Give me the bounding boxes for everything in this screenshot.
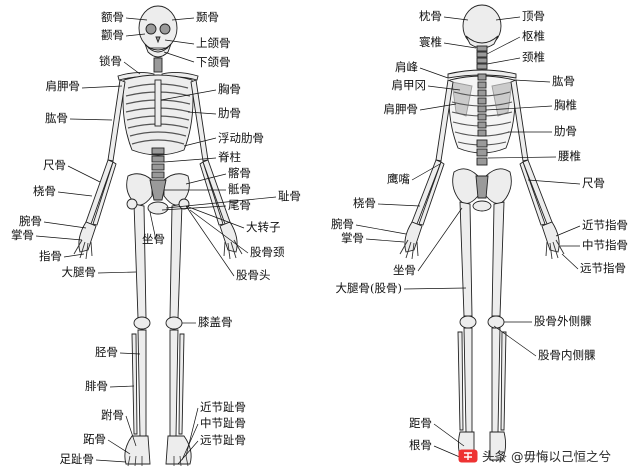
label-temporal-bone: 颞骨 xyxy=(196,10,219,24)
watermark-logo-icon xyxy=(458,449,478,463)
label-distal-phalanges-foot: 远节趾骨 xyxy=(200,433,246,447)
label-sternum: 胸骨 xyxy=(218,82,241,96)
label-clavicle: 锁骨 xyxy=(99,54,122,68)
label-spine: 脊柱 xyxy=(218,150,241,164)
label-proximal-phalanges-foot: 近节趾骨 xyxy=(200,400,246,414)
label-zygomatic-bone: 颧骨 xyxy=(101,28,124,42)
label-occipital-bone: 枕骨 xyxy=(419,9,442,23)
label-ulna-back: 尺骨 xyxy=(582,176,605,190)
label-lateral-condyle: 股骨外侧髁 xyxy=(534,314,592,328)
label-metacarpals-back: 掌骨 xyxy=(341,231,364,245)
label-talus: 距骨 xyxy=(409,416,432,430)
label-middle-phalanges-hand: 中节指骨 xyxy=(582,238,628,252)
label-phalanges-hand: 指骨 xyxy=(39,249,62,263)
label-greater-trochanter: 大转子 xyxy=(246,220,281,234)
label-medial-condyle: 股骨内侧髁 xyxy=(538,348,596,362)
label-humerus-front: 肱骨 xyxy=(45,111,68,125)
label-acromion: 肩峰 xyxy=(395,60,418,74)
label-toe-bones: 足趾骨 xyxy=(59,452,95,466)
label-frontal-bone: 额骨 xyxy=(101,10,124,24)
label-thoracic-vertebrae: 胸椎 xyxy=(554,98,577,112)
label-atlas: 寰椎 xyxy=(419,35,442,49)
label-middle-phalanges-foot: 中节趾骨 xyxy=(200,416,246,430)
label-coccyx: 尾骨 xyxy=(228,198,251,212)
label-axis: 枢椎 xyxy=(522,29,545,43)
label-ischium-front: 坐骨 xyxy=(142,232,165,246)
label-ribs-front: 肋骨 xyxy=(218,106,241,120)
label-distal-phalanges-hand: 远节指骨 xyxy=(580,261,626,275)
front-leader-lines xyxy=(35,17,277,465)
label-femur-back: 大腿骨(股骨) xyxy=(335,281,402,295)
label-ilium: 髂骨 xyxy=(228,166,251,180)
label-scapula-front: 肩胛骨 xyxy=(45,79,81,93)
label-tarsals: 跗骨 xyxy=(101,408,124,422)
label-femoral-head: 股骨头 xyxy=(236,268,271,282)
label-parietal-bone: 顶骨 xyxy=(522,9,545,23)
label-ribs-back: 肋骨 xyxy=(554,124,577,138)
label-proximal-phalanges-hand: 近节指骨 xyxy=(582,218,628,232)
label-femur-front: 大腿骨 xyxy=(61,265,97,279)
label-fibula: 腓骨 xyxy=(85,379,108,393)
label-metacarpals-front: 掌骨 xyxy=(11,228,34,242)
back-skeleton xyxy=(399,4,565,461)
label-radius-front: 桡骨 xyxy=(33,184,56,198)
label-carpals-front: 腕骨 xyxy=(19,214,42,228)
label-olecranon: 鹰嘴 xyxy=(387,172,410,186)
front-skeleton xyxy=(73,5,243,467)
label-lumbar-vertebrae: 腰椎 xyxy=(558,149,581,163)
back-leader-lines xyxy=(355,16,581,459)
label-carpals-back: 腕骨 xyxy=(331,217,354,231)
label-floating-ribs: 浮动肋骨 xyxy=(218,131,264,145)
watermark: 头条 @毋悔以己恒之兮 xyxy=(458,446,611,465)
label-scapular-spine: 肩甲冈 xyxy=(391,78,427,92)
label-patella: 膝盖骨 xyxy=(198,315,233,329)
label-radius-back: 桡骨 xyxy=(353,196,376,210)
label-sacrum: 骶骨 xyxy=(228,182,251,196)
label-ulna-front: 尺骨 xyxy=(43,158,66,172)
label-cervical-vertebrae: 颈椎 xyxy=(522,50,545,64)
label-pubis: 耻骨 xyxy=(278,189,301,203)
label-metatarsals: 跖骨 xyxy=(83,432,106,446)
label-maxilla: 上颌骨 xyxy=(196,36,231,50)
label-femoral-neck: 股骨颈 xyxy=(250,245,285,259)
label-scapula-back: 肩胛骨 xyxy=(383,102,419,116)
label-ischium-back: 坐骨 xyxy=(393,263,416,277)
label-humerus-back: 肱骨 xyxy=(552,74,575,88)
label-mandible: 下颌骨 xyxy=(196,55,231,69)
watermark-text: 头条 @毋悔以己恒之兮 xyxy=(481,449,611,464)
label-tibia: 胫骨 xyxy=(95,345,118,359)
label-calcaneus: 根骨 xyxy=(409,438,432,452)
